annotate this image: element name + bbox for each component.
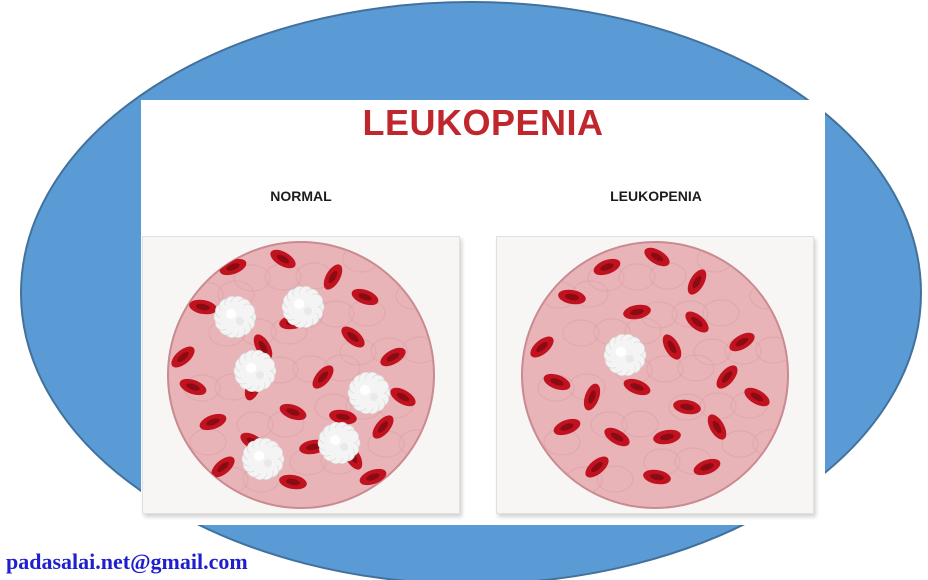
- normal-label: NORMAL: [141, 188, 461, 204]
- leukopenia-smear-illustration: [497, 237, 813, 513]
- white-blood-cell: [214, 296, 256, 337]
- leukopenia-blood-smear: [496, 236, 814, 514]
- leukopenia-label: LEUKOPENIA: [496, 188, 816, 204]
- white-blood-cell: [242, 438, 284, 479]
- white-blood-cell: [604, 334, 646, 375]
- content-panel: LEUKOPENIA NORMAL LEUKOPENIA: [141, 100, 825, 525]
- white-blood-cell: [348, 372, 390, 413]
- white-blood-cell: [282, 286, 324, 327]
- email-footer: padasalai.net@gmail.com: [6, 549, 248, 575]
- normal-smear-illustration: [143, 237, 459, 513]
- page-title: LEUKOPENIA: [141, 102, 825, 144]
- white-blood-cell: [318, 422, 360, 463]
- normal-blood-smear: [142, 236, 460, 514]
- white-blood-cell: [234, 350, 276, 391]
